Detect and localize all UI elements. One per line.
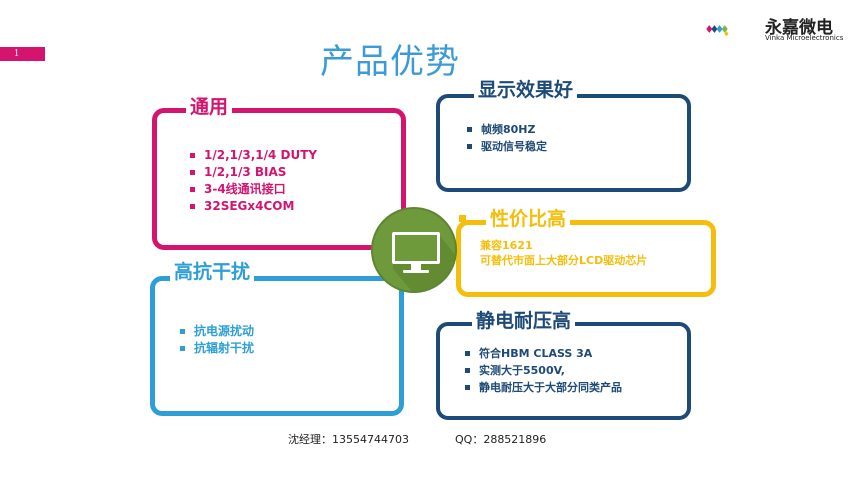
- yellow-square-icon: [459, 215, 466, 222]
- list-item: 32SEGx4COM: [190, 198, 317, 215]
- list-item: 1/2,1/3,1/4 DUTY: [190, 147, 317, 164]
- card-value-line: 兼容1621: [480, 239, 533, 252]
- footer-contact: 沈经理：13554744703: [288, 433, 409, 446]
- card-esd-list: 符合HBM CLASS 3A 实测大于5500V, 静电耐压大于大部分同类产品: [465, 345, 622, 396]
- list-item: 帧频80HZ: [467, 121, 547, 138]
- card-general-label: 通用: [186, 95, 233, 119]
- card-interference-label: 高抗干扰: [170, 260, 255, 284]
- footer-qq: QQ：288521896: [455, 433, 547, 446]
- company-subtitle: Vinka Microelectronics: [765, 34, 844, 42]
- card-value-line: 可替代市面上大部分LCD驱动芯片: [480, 254, 648, 267]
- card-general: [152, 108, 406, 250]
- list-item: 静电耐压大于大部分同类产品: [465, 379, 622, 396]
- page-number: 1: [0, 47, 45, 61]
- center-circle: [371, 207, 457, 293]
- list-item: 抗辐射干扰: [180, 340, 254, 357]
- list-item: 抗电源扰动: [180, 323, 254, 340]
- list-item: 3-4线通讯接口: [190, 181, 317, 198]
- list-item: 1/2,1/3 BIAS: [190, 164, 317, 181]
- card-value-label: 性价比高: [486, 207, 571, 231]
- list-item: 符合HBM CLASS 3A: [465, 345, 622, 362]
- card-esd-label: 静电耐压高: [472, 309, 576, 333]
- list-item: 驱动信号稳定: [467, 138, 547, 155]
- company-logo-icon: [706, 25, 729, 37]
- card-general-list: 1/2,1/3,1/4 DUTY 1/2,1/3 BIAS 3-4线通讯接口 3…: [190, 147, 317, 215]
- monitor-icon: [392, 232, 455, 291]
- list-item: 实测大于5500V,: [465, 362, 622, 379]
- card-value: [456, 220, 716, 297]
- card-display-label: 显示效果好: [474, 78, 578, 102]
- card-interference-list: 抗电源扰动 抗辐射干扰: [180, 323, 254, 357]
- card-display-list: 帧频80HZ 驱动信号稳定: [467, 121, 547, 155]
- slide-title: 产品优势: [320, 42, 460, 82]
- company-name: 永嘉微电: [765, 18, 833, 38]
- card-interference: [150, 276, 404, 416]
